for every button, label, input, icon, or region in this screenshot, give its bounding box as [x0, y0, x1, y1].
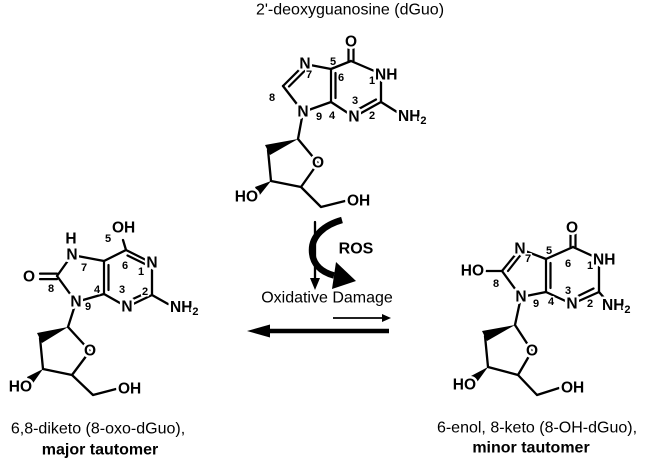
reverse-arrowhead: [247, 324, 270, 338]
ros-curved-arrow: [308, 216, 343, 279]
dguo-ho3-label: HO: [235, 189, 258, 206]
dguo-num-1: 1: [369, 75, 375, 87]
dguo-ring-o-label: O: [312, 155, 324, 172]
enol-oh5-label: OH: [561, 380, 584, 397]
enol-n3-label: N: [566, 296, 577, 313]
oxo-num-7: 7: [81, 262, 87, 274]
enol-amine-label: NH2: [602, 297, 631, 317]
enol-wedge-c3-oh: [471, 367, 488, 385]
oxo-amine-label: NH2: [170, 299, 199, 319]
dguo-num-6: 6: [338, 72, 344, 84]
oxo-n9-label: N: [70, 294, 81, 311]
dguo-o6-label: O: [345, 34, 357, 51]
enol-num-6: 6: [565, 258, 571, 270]
enol-ring-o-label: O: [526, 343, 538, 360]
oxo-ring-o-label: O: [84, 343, 96, 360]
dguo-wedge-c3-oh: [255, 181, 271, 196]
dguo-n3-label: N: [348, 109, 359, 126]
oxo-single-bonds: [38, 238, 170, 397]
oxo-n3-label: N: [121, 299, 132, 316]
oxo-num-3: 3: [119, 284, 125, 296]
oxo-num-5: 5: [105, 233, 111, 245]
enol-num-1: 1: [587, 260, 593, 272]
dguo-num-2: 2: [369, 110, 375, 122]
oxo-num-6: 6: [122, 260, 128, 272]
figure-title: 2'-deoxyguanosine (dGuo): [256, 2, 444, 19]
enol-double-bonds: [500, 231, 601, 306]
enol-n9-label: N: [515, 289, 526, 306]
oxo-double-bonds: [38, 248, 154, 309]
enol-ho8-label: HO: [461, 263, 484, 280]
oxo-num-9: 9: [85, 301, 91, 313]
enol-num-9: 9: [533, 298, 539, 310]
dguo-single-bonds: [266, 59, 399, 209]
forward-arrowhead: [382, 314, 391, 322]
enol-num-3: 3: [565, 285, 571, 297]
enol-num-7: 7: [525, 253, 531, 265]
enol-single-bonds: [483, 245, 608, 397]
oxo-h7-label: H: [65, 231, 76, 248]
dguo-num-3: 3: [352, 95, 358, 107]
structure-oxo-dguo: O H N OH N N N NH2 O HO OH 5 6 1 2 3 4 7…: [6, 217, 201, 400]
oxo-num-1: 1: [138, 266, 144, 278]
dguo-n1h-label: NH: [375, 67, 397, 84]
oxo-num-2: 2: [142, 286, 148, 298]
structure-dguo: O N NH N N NH2 O HO OH 5 6 1 2 3 4 7 8 9: [232, 31, 429, 212]
dguo-num-4: 4: [329, 110, 336, 122]
dguo-num-8: 8: [269, 92, 275, 104]
ros-reaction-arrow: ROS: [308, 216, 374, 290]
structure-oh-dguo: O N NH HO N N NH2 O HO OH 5 6 1 2 3 4 7 …: [450, 217, 633, 399]
dguo-n7-label: N: [299, 56, 310, 73]
enol-n7-label: N: [514, 241, 525, 258]
ros-curved-arrowhead: [332, 262, 356, 289]
oxo-ho3-label: HO: [9, 379, 32, 396]
dguo-oh5-label: OH: [347, 193, 370, 210]
equilibrium-arrows: [247, 314, 391, 338]
enol-num-8: 8: [493, 278, 499, 290]
reaction-arrowhead: [310, 278, 320, 290]
oxo-n1-label: N: [146, 255, 157, 272]
oxo-num-8: 8: [48, 283, 54, 295]
dguo-num-5: 5: [330, 56, 336, 68]
oxo-wedge-c3-oh: [27, 369, 43, 386]
dguo-amine-label: NH2: [398, 108, 427, 128]
ros-label: ROS: [339, 241, 374, 258]
left-caption-line1: 6,8-diketo (8-oxo-dGuo),: [11, 421, 185, 438]
oxo-wedge-c1-c2: [37, 327, 68, 343]
dguo-n9-label: N: [297, 104, 308, 121]
dguo-wedge-c1-c2: [265, 139, 298, 155]
right-caption-line2: minor tautomer: [472, 440, 589, 457]
right-caption-line1: 6-enol, 8-keto (8-OH-dGuo),: [437, 420, 637, 437]
oxo-num-4: 4: [94, 284, 101, 296]
enol-n1h-label: NH: [593, 252, 615, 269]
dguo-double-bonds: [281, 42, 383, 119]
oxo-oh5-label: OH: [118, 381, 141, 398]
dguo-num-7: 7: [306, 69, 312, 81]
enol-ho3-label: HO: [453, 377, 476, 394]
enol-wedge-c1-c2: [482, 325, 515, 341]
enol-num-4: 4: [548, 296, 555, 308]
oxidative-damage-label: Oxidative Damage: [261, 290, 393, 307]
oxo-n7-label: N: [66, 247, 77, 264]
left-caption-line2: major tautomer: [42, 442, 158, 459]
oxo-o8-label: O: [23, 269, 35, 286]
enol-num-5: 5: [546, 245, 552, 257]
oxo-oh6-label: OH: [112, 220, 135, 237]
dguo-num-9: 9: [316, 111, 322, 123]
enol-o6-label: O: [566, 220, 578, 237]
enol-num-2: 2: [587, 298, 593, 310]
